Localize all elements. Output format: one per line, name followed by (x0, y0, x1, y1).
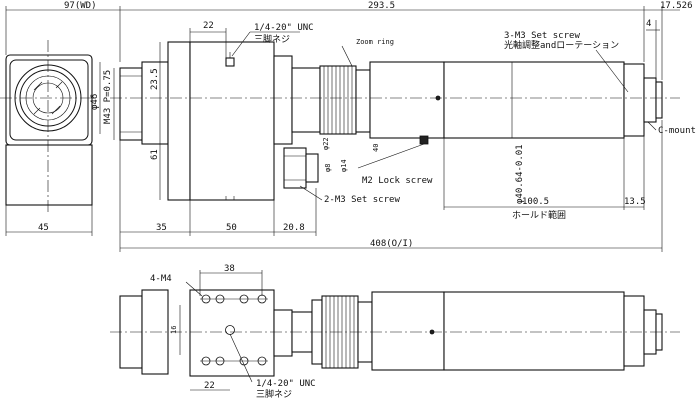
front-view (0, 40, 96, 215)
dim-61: 61 (150, 149, 160, 160)
dim-22-bottom: 22 (204, 381, 215, 391)
dim-total-top: 293.5 (368, 1, 395, 11)
dim-d8: φ8 (324, 164, 332, 172)
dim-20-8: 20.8 (283, 223, 305, 233)
dim-16: 16 (170, 326, 178, 334)
dim-d22s: φ22 (322, 137, 330, 150)
top-dimensions (5, 6, 680, 93)
dim-45: 45 (38, 223, 49, 233)
label-thread-bottom: 1/4-20" UNC (256, 379, 316, 389)
dim-right-end: 17.526 (660, 1, 693, 11)
side-view (110, 41, 680, 201)
dim-100-5: 100.5 (522, 197, 549, 207)
bottom-dimensions (5, 120, 663, 252)
label-set-screw-3-jp: 光軸調整andローテーション (504, 39, 619, 51)
dim-wd: 97(WD) (64, 1, 97, 11)
dim-50: 50 (226, 223, 237, 233)
label-holder-range: ホールド範囲 (512, 209, 566, 221)
label-c-mount: C-mount (658, 126, 696, 136)
dim-d46: φ46 (90, 94, 100, 110)
label-zoom-ring: Zoom ring (356, 38, 394, 46)
dim-m43: M43 P=0.75 (103, 70, 113, 124)
dim-d14: φ14 (340, 159, 348, 172)
dim-23-5: 23.5 (150, 68, 160, 90)
top-view (110, 289, 680, 377)
label-set-screw-2: 2-M3 Set screw (324, 195, 400, 205)
label-m2-lock: M2 Lock screw (362, 176, 433, 186)
dim-22-top: 22 (203, 21, 214, 31)
dim-38: 38 (224, 264, 235, 274)
dim-four: 4 (646, 19, 651, 29)
label-thread-top-jp: 三脚ネジ (254, 34, 290, 45)
label-thread-top: 1/4-20" UNC (254, 23, 314, 33)
dim-13-5: 13.5 (624, 197, 646, 207)
label-thread-bottom-jp: 三脚ネジ (256, 389, 292, 400)
zoom-ring-knurl (323, 66, 353, 134)
dim-35: 35 (156, 223, 167, 233)
dim-408: 408(O/I) (370, 239, 413, 249)
holder-range-dims (443, 136, 645, 210)
label-set-screw-3: 3-M3 Set screw (504, 31, 580, 41)
dim-d40-64: φ40.64-0.01 (515, 144, 525, 204)
vertical-dimensions (99, 42, 161, 200)
top-view-dims (179, 270, 263, 391)
label-m4: 4-M4 (150, 274, 172, 284)
dim-d40: 40 (372, 144, 380, 152)
